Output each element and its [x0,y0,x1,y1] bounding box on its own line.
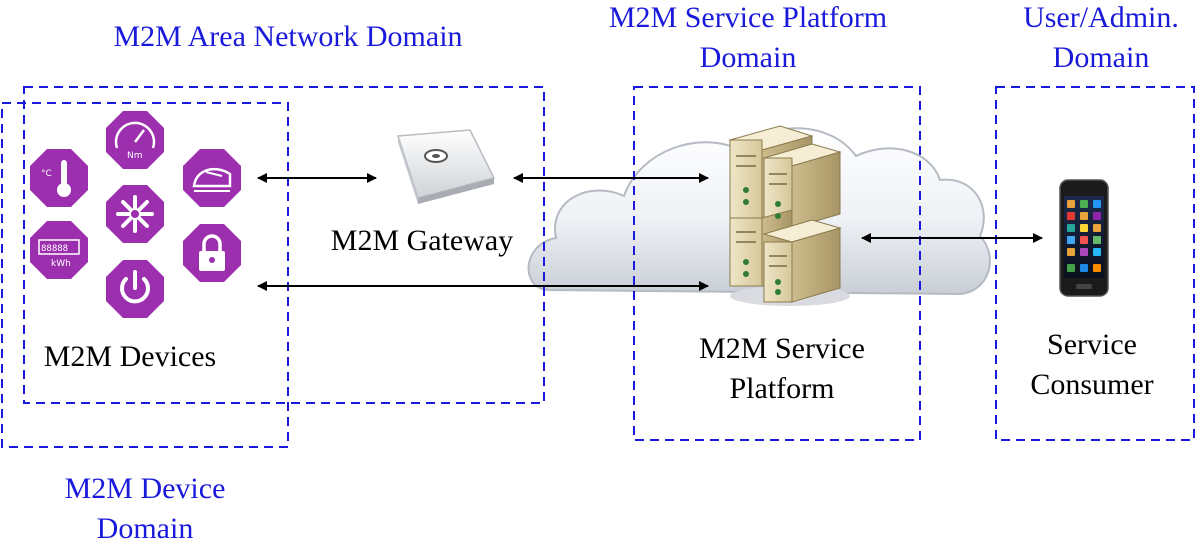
device-domain-box [1,102,289,448]
gauge-unit: Nm [127,151,143,161]
service-platform-domain-label: M2M Service Platform [608,1,888,34]
power-icon [106,260,164,318]
platform-label: M2M Service [699,332,865,365]
thermometer-icon: °C [30,149,88,207]
meter-digits: 88888 [41,244,68,254]
area-network-domain-label: M2M Area Network Domain [113,20,463,53]
device-domain-label: M2M Device [64,472,226,505]
gateway-icon [396,129,496,204]
consumer-label-2: Consumer [1030,368,1154,401]
platform-label-2: Platform [729,372,835,405]
service-platform-domain-box [633,86,921,441]
user-admin-domain-label-2: Domain [1052,41,1150,74]
server-icon [728,125,850,306]
service-platform-domain-label-2: Domain [699,41,797,74]
thermometer-unit: °C [41,169,52,179]
user-admin-domain-label: User/Admin. [1023,1,1179,34]
devices-label: M2M Devices [43,340,217,373]
gauge-icon: Nm [106,111,164,169]
user-admin-domain-box [995,86,1195,441]
device-domain-label-2: Domain [96,512,194,545]
smartphone-icon [1059,179,1109,297]
gateway-label: M2M Gateway [330,224,514,257]
area-network-domain-box [23,86,545,404]
lock-icon [183,224,241,282]
train-icon [183,149,241,207]
fan-icon [106,185,164,243]
meter-unit: kWh [51,259,71,269]
energy-meter-icon: 88888 kWh [30,221,88,279]
consumer-label: Service [1047,328,1137,361]
connection-arrows [257,173,1043,291]
